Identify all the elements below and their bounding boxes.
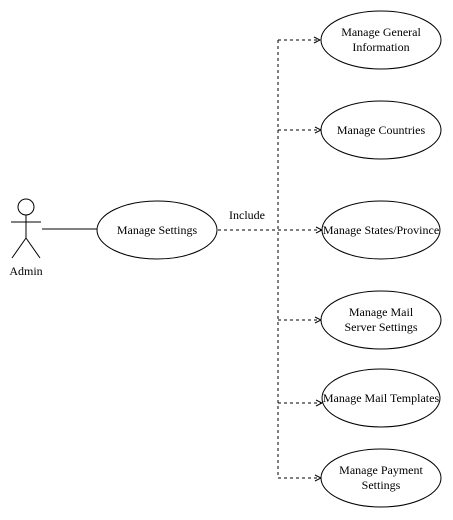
include-connectors: [218, 40, 322, 478]
use-case-label-mail-templates: Manage Mail Templates: [322, 390, 440, 405]
use-case-label-countries: Manage Countries: [336, 122, 426, 137]
actor-label: Admin: [9, 264, 43, 278]
manage-general-information-ellipse: [320, 10, 442, 70]
include-label: Include: [229, 208, 265, 222]
actor-right-leg: [25, 237, 41, 259]
manage-settings-ellipse: [96, 200, 218, 260]
use-case-label-general-information: Manage General Information: [341, 25, 421, 54]
manage-mail-server-settings-ellipse: [320, 290, 442, 350]
actor-left-leg: [11, 237, 27, 259]
use-case-label-states-province: Manage States/Province: [322, 222, 440, 237]
manage-countries-ellipse: [320, 100, 442, 160]
main-use-case-label: Manage Settings: [116, 222, 198, 237]
use-case-label-payment-settings: Manage Payment Settings: [339, 463, 423, 492]
manage-mail-templates-ellipse: [321, 368, 441, 428]
actor-head: [17, 198, 35, 216]
admin-actor-figure: [11, 198, 41, 259]
use-case-label-mail-server-settings: Manage Mail Server Settings: [344, 305, 418, 334]
manage-states-province-ellipse: [321, 200, 441, 260]
manage-payment-settings-ellipse: [320, 448, 442, 508]
